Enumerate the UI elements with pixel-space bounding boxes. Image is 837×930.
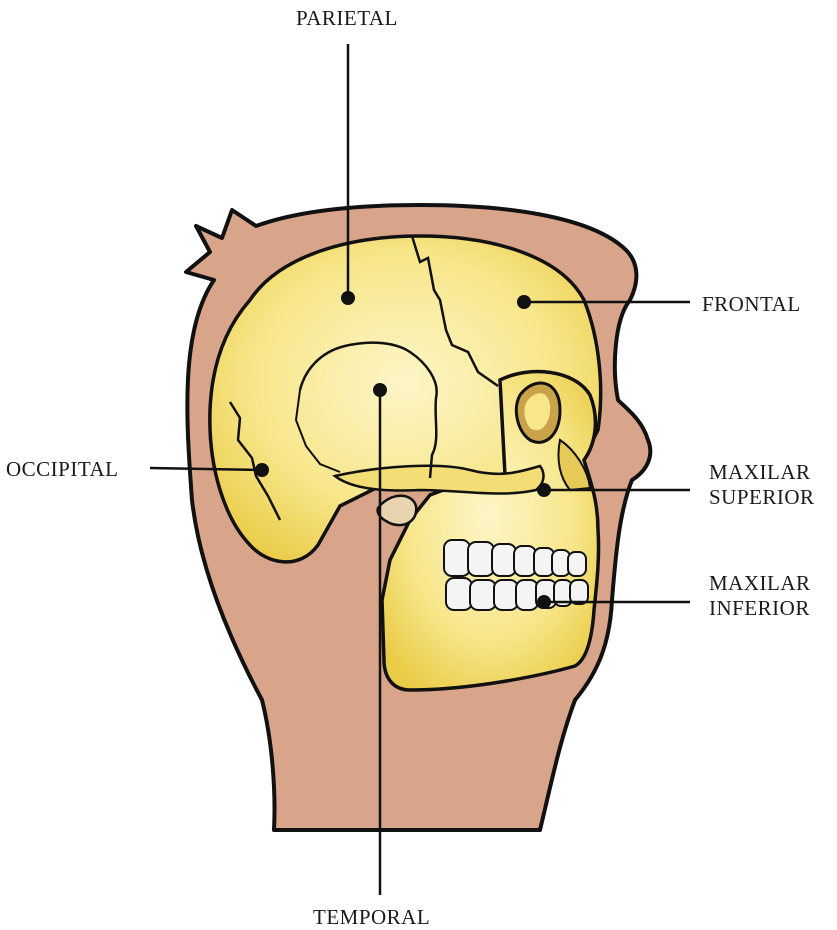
label-temporal: TEMPORAL (313, 905, 430, 930)
label-maxilar-inferior-line1: MAXILAR (709, 571, 811, 596)
dot-parietal (341, 291, 355, 305)
label-maxilar-superior-line2: SUPERIOR (709, 485, 815, 510)
lower-teeth (446, 578, 588, 610)
label-maxilar-inferior-line2: INFERIOR (709, 596, 811, 621)
dot-occipital (255, 463, 269, 477)
label-parietal: PARIETAL (296, 6, 398, 31)
label-occipital: OCCIPITAL (6, 457, 118, 482)
label-maxilar-superior: MAXILAR SUPERIOR (709, 460, 815, 510)
dot-maxilar-superior (537, 483, 551, 497)
label-maxilar-superior-line1: MAXILAR (709, 460, 815, 485)
label-frontal: FRONTAL (702, 292, 801, 317)
label-maxilar-inferior: MAXILAR INFERIOR (709, 571, 811, 621)
dot-maxilar-inferior (537, 595, 551, 609)
dot-temporal (373, 383, 387, 397)
dot-frontal (517, 295, 531, 309)
